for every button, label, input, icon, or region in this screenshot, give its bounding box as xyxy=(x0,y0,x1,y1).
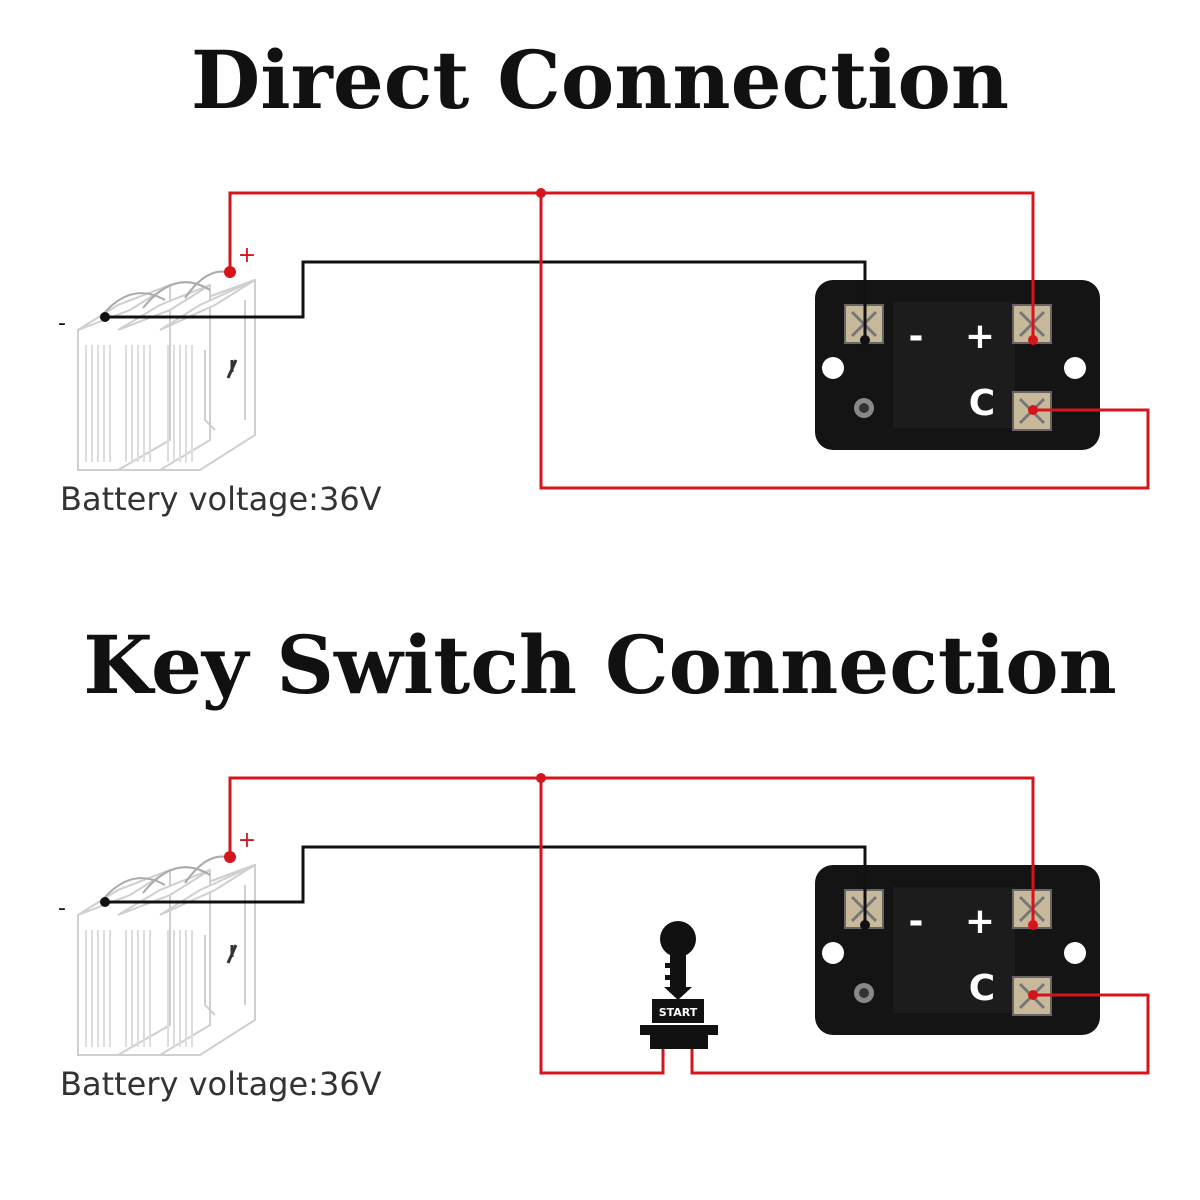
meter-control-label: C xyxy=(969,383,995,424)
battery-positive-label: + xyxy=(238,243,256,268)
meter-plus-label: + xyxy=(965,316,995,357)
switch-input-wire xyxy=(539,778,665,1075)
meter-control-label: C xyxy=(969,968,995,1009)
meter-minus-label: - xyxy=(909,316,924,357)
meter-positive-dot xyxy=(1028,920,1038,930)
negative-wire xyxy=(105,260,867,340)
switch-output-wire xyxy=(690,993,1150,1075)
meter-minus-label: - xyxy=(909,901,924,942)
meter-icon xyxy=(813,278,1102,452)
battery-caption: Battery voltage:36V xyxy=(60,1065,382,1103)
key-switch-icon xyxy=(640,921,718,1049)
section-direct-connection: Direct Connection - + Battery voltage:36… xyxy=(58,33,1150,518)
meter-positive-dot xyxy=(1028,335,1038,345)
battery-positive-label: + xyxy=(238,828,256,853)
section-title: Key Switch Connection xyxy=(83,618,1117,712)
section-title: Direct Connection xyxy=(191,33,1009,127)
meter-control-dot xyxy=(1028,990,1038,1000)
battery-caption: Battery voltage:36V xyxy=(60,480,382,518)
meter-icon xyxy=(813,863,1102,1037)
meter-negative-dot xyxy=(860,920,870,930)
positive-wire xyxy=(228,191,1035,340)
junction-dot xyxy=(536,188,546,198)
key-switch-label: START xyxy=(659,1006,698,1019)
positive-terminal-dot xyxy=(224,851,236,863)
junction-dot xyxy=(536,773,546,783)
section-key-switch-connection: Key Switch Connection - + Battery voltag… xyxy=(58,618,1150,1103)
battery-pack-icon xyxy=(76,855,257,1057)
negative-wire xyxy=(105,845,867,925)
negative-terminal-dot xyxy=(100,312,110,322)
meter-plus-label: + xyxy=(965,901,995,942)
positive-terminal-dot xyxy=(224,266,236,278)
negative-terminal-dot xyxy=(100,897,110,907)
battery-negative-label: - xyxy=(58,896,66,921)
meter-negative-dot xyxy=(860,335,870,345)
positive-wire xyxy=(228,776,1035,925)
control-wire xyxy=(539,193,1150,490)
battery-pack-icon xyxy=(76,270,257,472)
meter-control-dot xyxy=(1028,405,1038,415)
battery-negative-label: - xyxy=(58,311,66,336)
